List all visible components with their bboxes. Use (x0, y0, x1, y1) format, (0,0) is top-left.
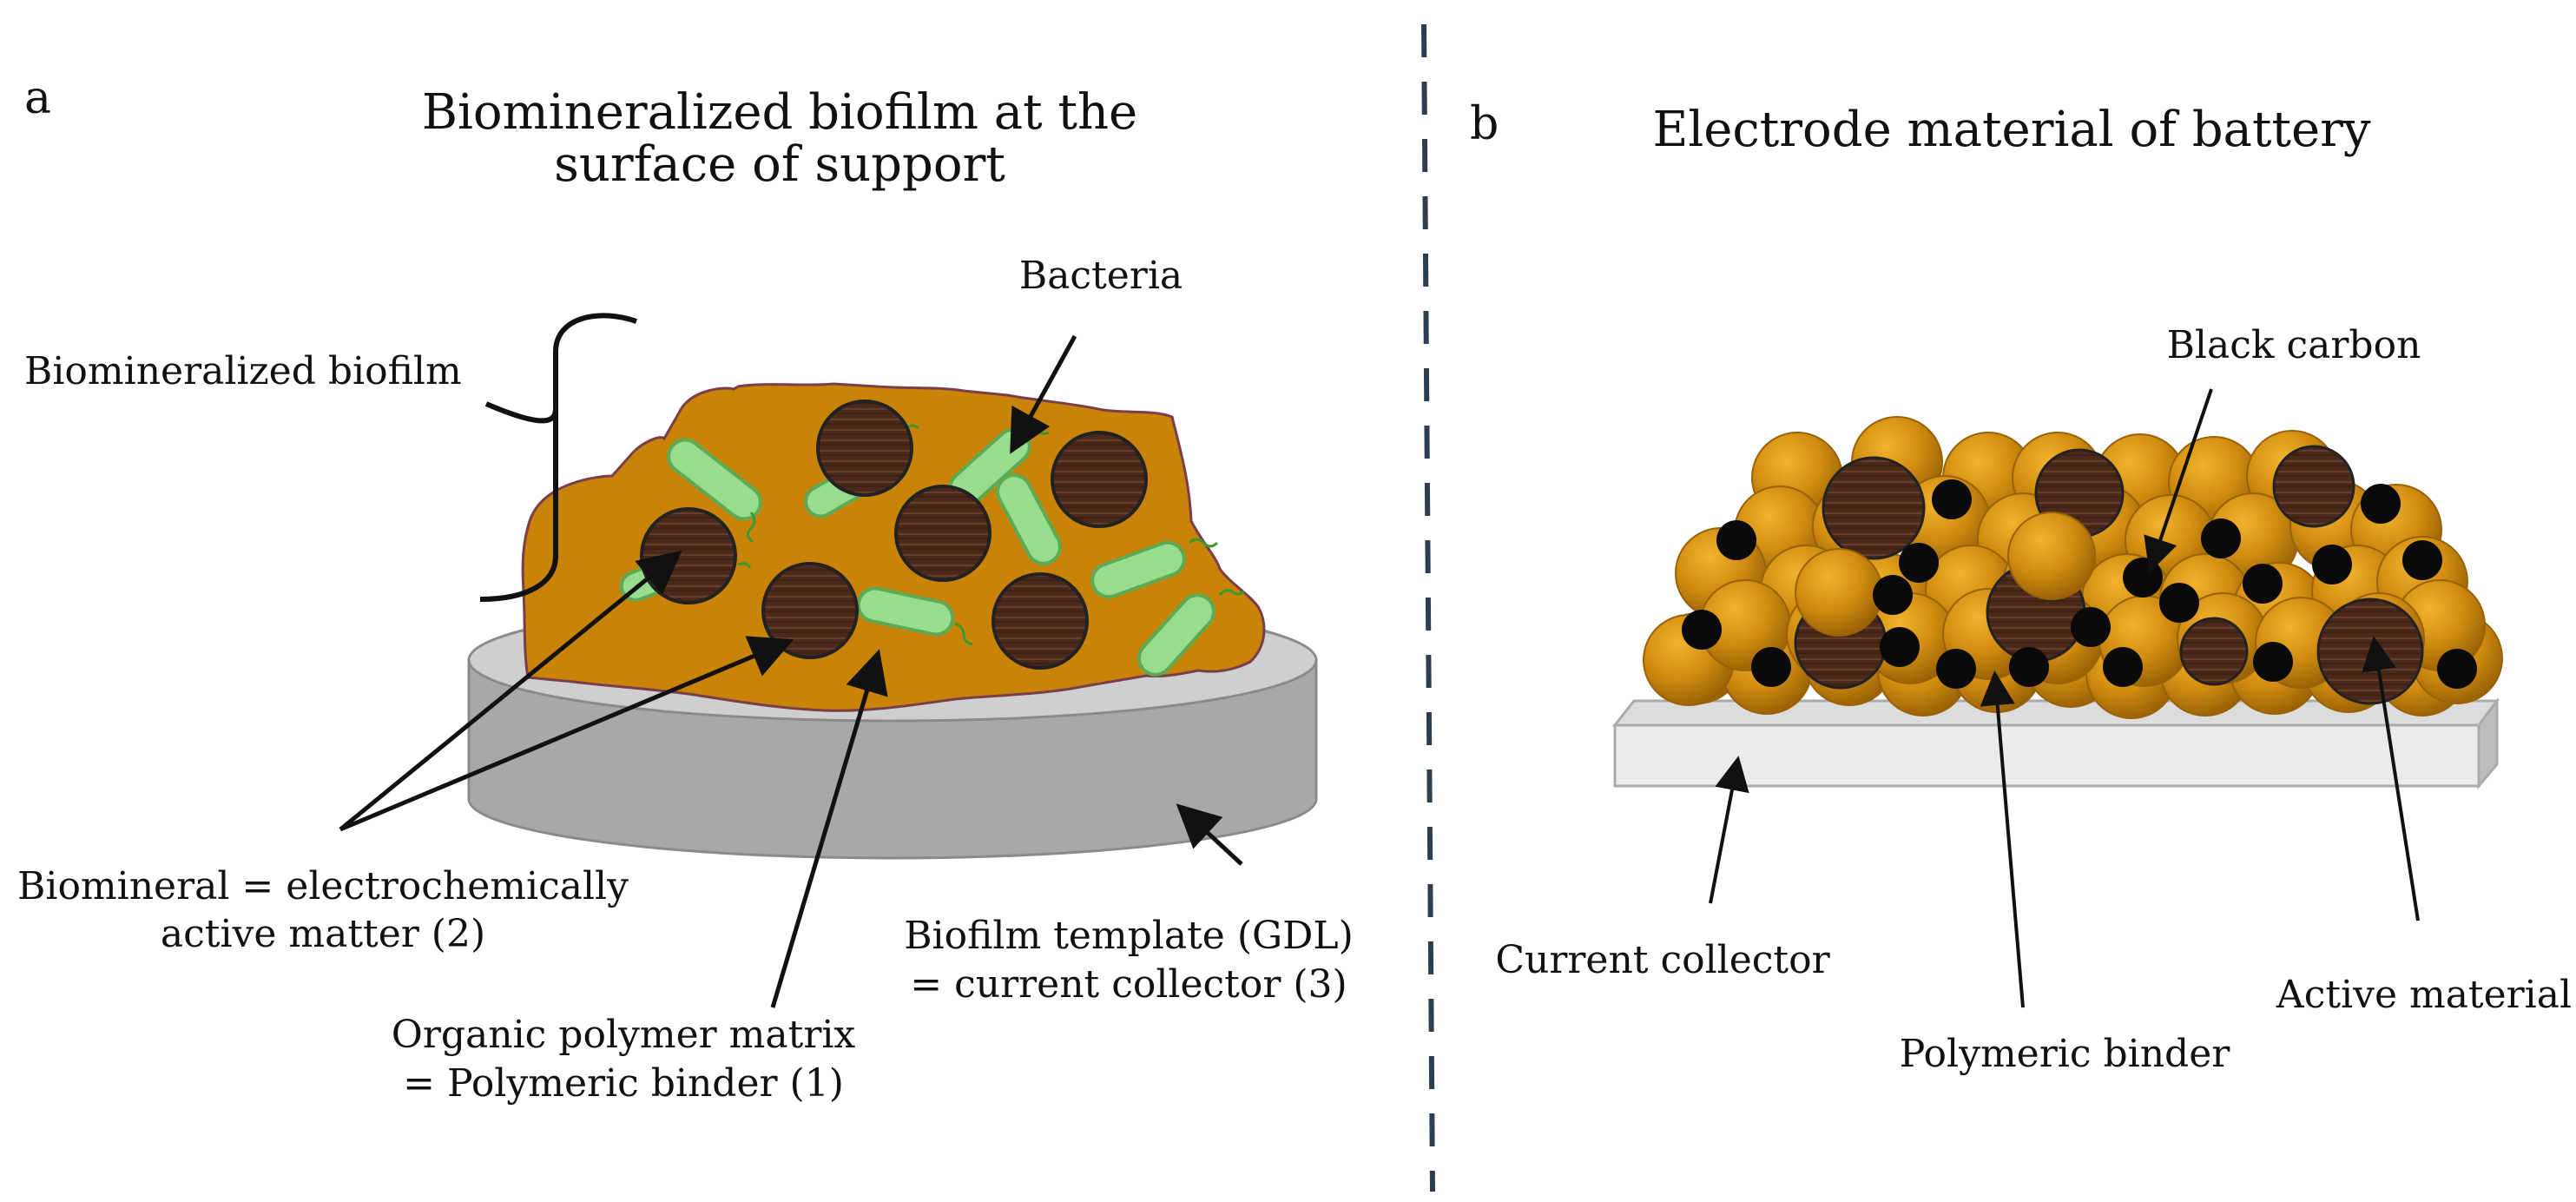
label-organic-line2: = Polymeric binder (1) (403, 1061, 844, 1106)
black-carbon-dot (1716, 520, 1756, 560)
panel-b-letter: b (1470, 98, 1499, 150)
label-template-line2: = current collector (3) (910, 962, 1347, 1007)
black-carbon-dot (2103, 647, 2143, 687)
label-biomineral-line2: active matter (2) (161, 912, 485, 956)
label-organic-line1: Organic polymer matrix (392, 1013, 856, 1057)
black-carbon-dot (2437, 649, 2477, 689)
active-material-particle (2272, 445, 2355, 528)
black-carbon-dot (2201, 518, 2241, 558)
mineral-particle (894, 485, 992, 582)
label-biofilm: Biomineralized biofilm (24, 349, 462, 393)
black-carbon-dot (2312, 545, 2352, 584)
panel-a-title-line1: Biomineralized biofilm at the (422, 84, 1137, 141)
black-carbon-dot (2402, 540, 2442, 580)
active-material-particle (1822, 456, 1926, 560)
mineral-particle (761, 562, 859, 659)
black-carbon-dot (2159, 583, 2199, 623)
binder-sphere (2007, 512, 2096, 600)
black-carbon-dot (2071, 607, 2111, 647)
panel-b-title: Electrode material of battery (1652, 102, 2370, 158)
black-carbon-dot (2009, 647, 2049, 687)
bacterium (1090, 540, 1186, 599)
black-carbon-dot (1873, 575, 1913, 615)
black-carbon-dot (1751, 647, 1791, 687)
label-active-material: Active material (2276, 973, 2572, 1017)
label-biomineral-line1: Biomineral = electrochemically (17, 864, 629, 908)
panel-a-letter: a (24, 72, 51, 124)
black-carbon-dot (2361, 484, 2401, 524)
black-carbon-dot (1682, 610, 1722, 650)
mineral-particle (816, 400, 913, 497)
binder-sphere (1795, 548, 1883, 637)
panel-a: a Biomineralized biofilm at the surface … (17, 72, 1354, 1106)
arrows-panel-a (339, 334, 1243, 1008)
label-black-carbon: Black carbon (2167, 323, 2421, 367)
label-polymeric-binder: Polymeric binder (1900, 1032, 2231, 1076)
black-carbon-dot (2243, 564, 2283, 604)
black-carbon-dot (1936, 649, 1976, 689)
mineral-particle (640, 507, 737, 604)
active-material-particle (2179, 617, 2249, 686)
black-carbon-dot (2123, 558, 2163, 598)
label-bacteria: Bacteria (1019, 254, 1183, 298)
panel-a-title-line2: surface of support (554, 136, 1005, 193)
mineral-particle (992, 572, 1089, 670)
bacterium (856, 586, 955, 637)
bacterium (667, 438, 762, 521)
label-template-line1: Biofilm template (GDL) (904, 914, 1354, 958)
biofilm-bracket (479, 313, 637, 602)
black-carbon-dots (1682, 479, 2477, 689)
active-material-particle (2316, 598, 2424, 705)
bacterium (1136, 593, 1216, 677)
current-collector-slab (1611, 697, 2500, 790)
mineral-particles (640, 400, 1148, 670)
bacterium (996, 473, 1062, 565)
black-carbon-dot (2253, 642, 2293, 682)
label-current-collector: Current collector (1495, 938, 1830, 982)
black-carbon-dot (1932, 479, 1972, 519)
black-carbon-dot (1880, 627, 1920, 667)
arrows-panel-b (1709, 388, 2420, 1008)
black-carbon-dot (1899, 543, 1939, 583)
mineral-particle (1051, 431, 1148, 528)
panel-divider (1421, 23, 1435, 1192)
panel-b: b Electrode material of battery Black ca… (1470, 98, 2572, 1076)
